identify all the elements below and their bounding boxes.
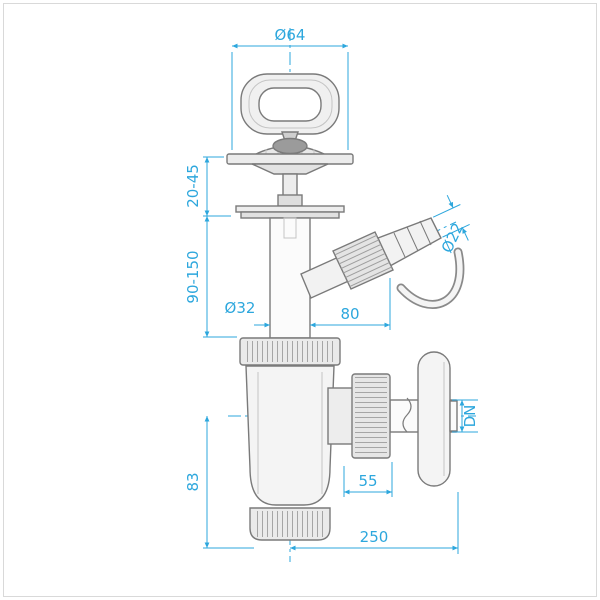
dim-label-outlet-nut-length: 55 (358, 472, 377, 490)
dimension-branch-offset: 80 (310, 278, 391, 330)
plug-knob (272, 137, 308, 155)
dim-label-outlet-diameter: DN (461, 405, 479, 428)
wall-flange (417, 351, 451, 487)
dimension-outlet-diameter: DN (452, 399, 479, 433)
drain-plug-handle (240, 73, 340, 142)
pipe-break-line (402, 397, 412, 433)
trap-cap (249, 507, 331, 541)
dim-label-outlet-length: 250 (360, 528, 389, 546)
strainer-flange (226, 137, 354, 175)
dim-label-tube-length: 90-150 (184, 250, 202, 303)
outlet-assembly (327, 351, 458, 487)
dimension-outlet-length: 250 (290, 492, 459, 554)
dimension-cup-height: 83 (184, 416, 254, 549)
dim-label-branch-offset: 80 (340, 305, 359, 323)
hose-branch (300, 217, 465, 309)
inlet-tube (269, 217, 311, 339)
page-border (3, 3, 597, 597)
outlet-boss (327, 387, 355, 445)
dimension-outlet-nut-length: 55 (343, 462, 393, 497)
dimension-tube-length: 90-150 (184, 216, 237, 338)
connecting-stem (277, 173, 303, 207)
dim-label-hose-diameter: Ø22 (438, 220, 467, 256)
dim-label-strainer-height: 20-45 (184, 164, 202, 208)
dimension-strainer-height: 20-45 (184, 156, 231, 217)
dim-label-top-diameter: Ø64 (275, 26, 306, 44)
dimension-top-diameter: Ø64 (231, 26, 349, 150)
dimension-tube-diameter: Ø32 (225, 299, 270, 328)
dim-label-tube-diameter: Ø32 (225, 299, 256, 317)
dim-label-cup-height: 83 (184, 472, 202, 491)
trap-cup (245, 365, 335, 506)
mounting-flange (235, 205, 345, 219)
trap-nut (239, 337, 341, 366)
